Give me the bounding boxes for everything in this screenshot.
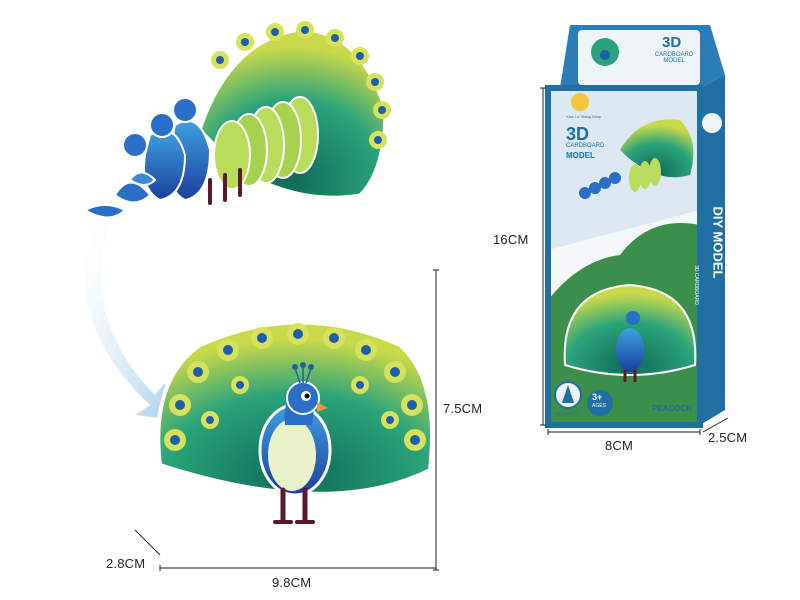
box-width-label: 8CM: [605, 438, 634, 453]
box-title-sub2: MODEL: [566, 151, 595, 160]
model-dimension-lines: [134, 269, 439, 571]
product-name: PEACOCK: [652, 404, 693, 413]
box-dimension-lines: [540, 87, 729, 435]
piece-label: ECO PARTS: [556, 411, 579, 416]
box-title-3d: 3D: [566, 124, 590, 144]
top-badge-3d: 3D: [662, 34, 682, 51]
box-depth-label: 2.5CM: [708, 430, 748, 445]
model-height-label: 7.5CM: [443, 401, 483, 416]
brand-small: Xiao Le Xiang Shop: [566, 114, 602, 119]
package-box: [545, 25, 725, 428]
age-badge: 3+: [592, 392, 603, 402]
model-depth-label: 2.8CM: [106, 556, 146, 571]
assembly-arrow: [85, 222, 175, 420]
exploded-body-slices: [213, 96, 319, 190]
side-title: DIY MODEL: [710, 206, 726, 279]
exploded-blue-pieces: [82, 97, 212, 219]
assembled-peacock: [156, 320, 434, 524]
box-title-sub1: CARDBOARD: [566, 143, 605, 149]
side-sub: 3D CARDBOARD: [692, 265, 699, 305]
model-width-label: 9.8CM: [272, 575, 312, 590]
top-badge-sub: CARDBOARD MODEL: [654, 52, 694, 64]
exploded-legs: [208, 168, 242, 205]
box-height-label: 16CM: [493, 232, 529, 247]
age-label: AGES: [592, 403, 606, 409]
